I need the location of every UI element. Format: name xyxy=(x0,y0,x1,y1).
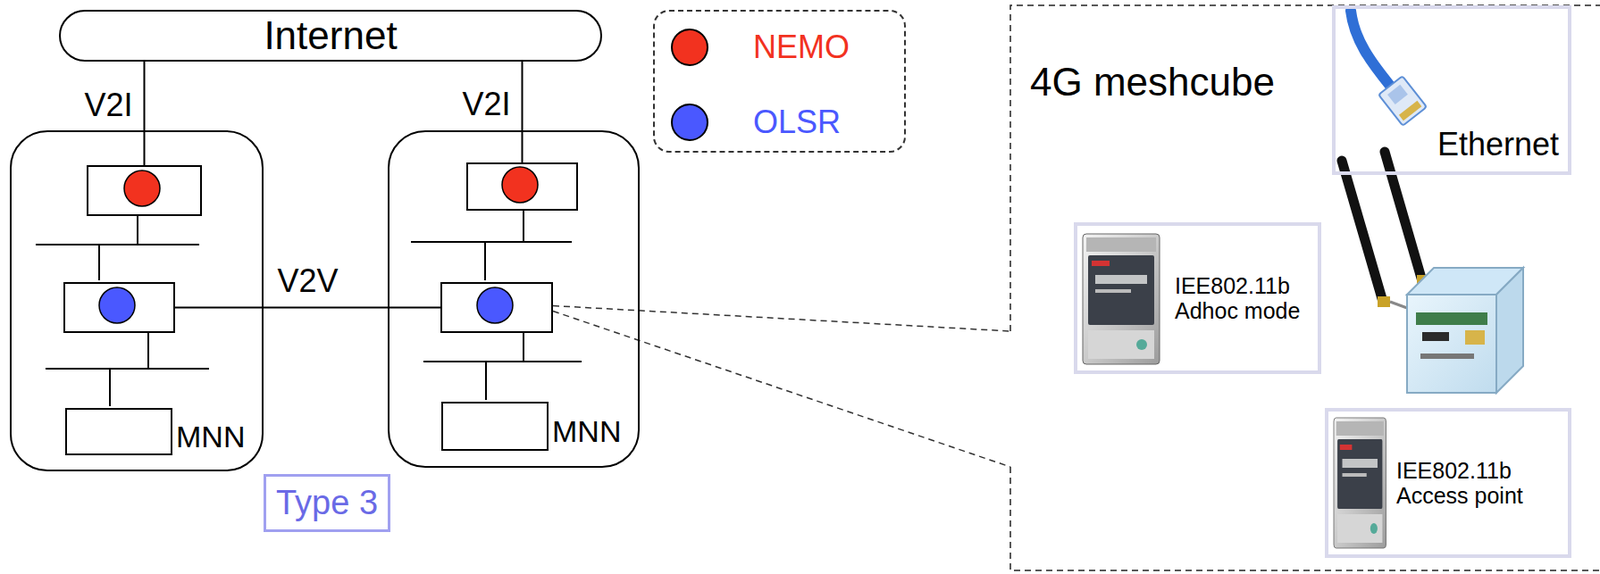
bus-line-part xyxy=(423,360,582,363)
mobile-network-node: MNN xyxy=(441,402,549,452)
node-label: MNN xyxy=(175,419,245,453)
bus-line-part xyxy=(522,331,525,362)
meshcube-device-part xyxy=(1407,294,1497,394)
meshcube-device-part xyxy=(1420,353,1475,360)
wifi-card-part xyxy=(1370,523,1378,535)
meshcube-panel: EthernetIEE802.11b Adhoc modeIEE802.11b … xyxy=(1010,5,1600,574)
vehicle-network: MNN xyxy=(387,130,640,469)
wifi-card-part xyxy=(1095,289,1131,294)
bus-line-part xyxy=(485,361,487,401)
protocol-dot-part xyxy=(124,170,160,207)
wifi-card xyxy=(1082,234,1160,365)
wifi-card-part xyxy=(1342,473,1367,478)
wifi-card-part xyxy=(1337,514,1383,544)
meshcube-device-part xyxy=(1496,268,1524,394)
internet-label: Internet xyxy=(263,14,397,58)
wifi-card-part xyxy=(1088,330,1155,360)
protocol-dot xyxy=(99,167,538,324)
meshcube-device-part xyxy=(1422,332,1450,342)
meshcube-device-part xyxy=(1465,330,1485,345)
ethernet-cable-part-part xyxy=(1378,75,1427,126)
type-tag: Type 3 xyxy=(263,474,391,533)
legend-entry: NEMO xyxy=(670,20,850,75)
wifi-card-part xyxy=(1336,421,1384,436)
access-point-card-box: IEE802.11b Access point xyxy=(1324,408,1572,559)
type-label: Type 3 xyxy=(276,485,378,523)
ethernet-cable-part xyxy=(1350,10,1391,86)
bus-line-part xyxy=(522,209,525,243)
link-label: V2I xyxy=(81,87,135,124)
nemo-router xyxy=(86,165,202,217)
wifi-card-part xyxy=(1086,237,1157,252)
bus-line xyxy=(35,209,582,407)
legend-swatch xyxy=(670,103,709,142)
ethernet-cable-part xyxy=(1378,75,1427,126)
protocol-dot-part xyxy=(502,167,538,203)
meshcube-device xyxy=(1341,151,1524,394)
olsr-router xyxy=(63,282,176,334)
meshcube-device-part xyxy=(1377,296,1391,308)
wifi-card-part xyxy=(1337,439,1383,510)
ethernet-cable xyxy=(1350,10,1427,126)
wifi-card-part xyxy=(1082,234,1160,365)
bus-line-part xyxy=(136,214,139,245)
vehicle-network: MNN xyxy=(9,130,264,472)
nemo-router xyxy=(466,162,579,211)
v2i-link xyxy=(521,61,524,163)
internet-bar: Internet xyxy=(58,9,603,62)
legend-swatch xyxy=(670,28,709,67)
wifi-card-part xyxy=(1088,255,1155,326)
protocol-dot-part xyxy=(99,287,135,324)
link-label: V2I xyxy=(459,86,513,123)
v2v-link xyxy=(175,307,441,310)
bus-line-part xyxy=(410,241,572,243)
bus-line-part xyxy=(45,368,210,370)
bus-line-part xyxy=(484,242,486,281)
meshcube-device-part xyxy=(1384,151,1423,282)
wifi-card xyxy=(1333,418,1386,549)
panel-title: 4G meshcube xyxy=(1030,60,1275,104)
bus-line-part xyxy=(108,368,111,407)
panel-border xyxy=(1010,5,1600,571)
meshcube-device-part xyxy=(1341,160,1383,302)
panel-border-part xyxy=(1010,5,1600,571)
link-label: V2V xyxy=(274,263,341,300)
ethernet-cable-part-part xyxy=(1387,84,1408,105)
meshcube-device-part xyxy=(1390,301,1408,309)
card-label: IEE802.11b Access point xyxy=(1396,459,1536,509)
legend-box: NEMO OLSR xyxy=(653,9,906,153)
zoom-leader xyxy=(552,306,1011,333)
bus-line-part xyxy=(35,243,200,246)
wifi-card-part xyxy=(1342,459,1378,469)
wifi-card-part xyxy=(1095,275,1148,285)
adhoc-card-box: IEE802.11b Adhoc mode xyxy=(1073,222,1322,375)
wifi-card-part xyxy=(1333,418,1386,549)
olsr-router xyxy=(440,282,553,334)
v2i-link xyxy=(143,61,146,166)
legend-label: NEMO xyxy=(753,29,850,66)
wifi-card-part xyxy=(1340,444,1353,451)
port-label: Ethernet xyxy=(1437,126,1559,163)
node-label: MNN xyxy=(552,414,621,448)
bus-line-part xyxy=(147,331,150,369)
ethernet-box: Ethernet xyxy=(1331,5,1572,176)
legend-label: OLSR xyxy=(753,104,841,141)
legend-entry: OLSR xyxy=(670,95,841,150)
protocol-dot-part xyxy=(477,287,513,324)
bus-line-part xyxy=(98,244,101,281)
zoom-leader xyxy=(552,311,1011,469)
wifi-card-part xyxy=(1136,339,1148,351)
card-label: IEE802.11b Adhoc mode xyxy=(1174,274,1315,324)
meshcube-device-part xyxy=(1415,312,1488,326)
wifi-card-part xyxy=(1091,260,1110,267)
mobile-network-node: MNN xyxy=(65,408,173,456)
ethernet-cable-part-part xyxy=(1398,100,1422,121)
